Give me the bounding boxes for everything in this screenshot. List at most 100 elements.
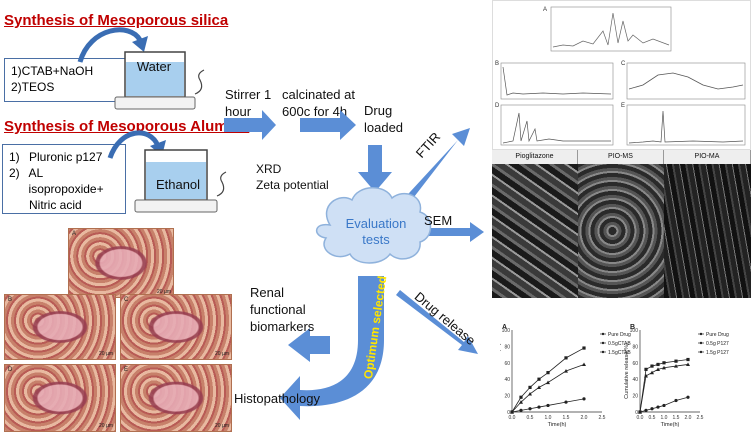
data-point [537, 377, 541, 381]
y-tick-label: 20 [632, 394, 638, 400]
y-tick-label: 60 [504, 361, 510, 367]
histology-c-scale: 20 µm [215, 351, 229, 357]
alumina-step-1: Pluronic p127 [29, 150, 103, 164]
sem-image-pio-ms [578, 164, 664, 298]
histology-d: D 20 µm [4, 364, 116, 432]
histology-e: E 20 µm [120, 364, 232, 432]
histology-c: C 20 µm [120, 294, 232, 360]
histology-a-label: A [72, 231, 77, 237]
spectra-label-b: B [495, 61, 499, 67]
data-point [644, 408, 648, 412]
data-point [528, 385, 532, 389]
histology-e-label: E [124, 367, 129, 373]
data-point [582, 397, 586, 401]
x-tick-label: 1.5 [673, 415, 680, 421]
data-point [662, 403, 666, 408]
data-point [686, 362, 690, 367]
data-point [650, 370, 654, 375]
sem-header-pio-ms: PIO-MS [578, 150, 664, 164]
sem-image-pio-ma [664, 164, 751, 298]
spectra-figure: A B C D E [492, 0, 751, 150]
series-line [511, 347, 585, 413]
evaluation-label: Evaluation tests [345, 216, 407, 247]
alumina-title: Synthesis of Mesoporous Alumina [4, 118, 250, 135]
sem-header-pioglitazone: Pioglitazone [492, 150, 578, 164]
y-axis-label: Cumulative release(%) [500, 343, 502, 399]
data-point [519, 400, 523, 404]
data-point [528, 407, 532, 411]
x-tick-label: 1.5 [563, 415, 570, 421]
legend-marker [699, 332, 703, 336]
x-tick-label: 0.5 [649, 415, 656, 421]
arrow-calcinate [300, 110, 356, 140]
x-tick-label: 0.0 [509, 415, 516, 421]
x-tick-label: 0.0 [637, 415, 644, 421]
alumina-beaker-label: Ethanol [155, 177, 201, 192]
alumina-steps-box: 1)Pluronic p127 2)AL isopropoxide+ Nitri… [2, 144, 126, 214]
alumina-step-2b: Nitric acid [29, 198, 82, 212]
legend-entry: 1.5gCTAB [608, 350, 631, 356]
spectra-label-e: E [621, 103, 625, 109]
arrow-renal [288, 328, 330, 362]
arrow-ftir [398, 128, 470, 210]
data-point [582, 362, 586, 367]
data-point [674, 359, 678, 363]
chart-title: B [630, 324, 635, 331]
data-point [528, 391, 532, 396]
y-tick-label: 0 [635, 410, 638, 416]
data-point [519, 408, 523, 412]
spectra-label-c: C [621, 61, 626, 67]
arrow-optimum [280, 276, 384, 420]
silica-step-1: 1)CTAB+NaOH [11, 64, 94, 78]
calcinate-label: calcinated at 600c for 4h [282, 87, 355, 119]
x-axis-label: Time(h) [661, 422, 680, 428]
zeta-label: Zeta potential [256, 178, 329, 192]
alumina-step-2a: AL isopropoxide+ [28, 166, 104, 196]
data-point [644, 373, 648, 378]
data-point [650, 364, 654, 368]
arrow-drug-release [396, 290, 478, 354]
evaluation-cloud [316, 187, 432, 264]
legend-entry: Pure Drug [608, 332, 631, 338]
histology-d-label: D [8, 367, 13, 373]
data-point [519, 395, 523, 399]
data-point [650, 407, 654, 411]
legend-marker [601, 332, 605, 336]
alumina-step-1-num: 1) [9, 150, 20, 164]
data-point [582, 346, 586, 350]
histology-a-scale: 20 µm [157, 289, 171, 295]
data-point [564, 369, 568, 373]
alumina-stirrer-illustration [107, 130, 227, 213]
spectra-label-d: D [495, 103, 500, 109]
spectra-label-a: A [543, 7, 547, 13]
x-tick-label: 2.0 [685, 415, 692, 421]
data-point [656, 405, 660, 409]
y-tick-label: 100 [502, 328, 511, 334]
histology-e-scale: 20 µm [215, 423, 229, 429]
data-point [662, 361, 666, 365]
data-point [674, 398, 678, 403]
arrow-drug-down [358, 145, 392, 192]
data-point [564, 400, 568, 404]
data-point [537, 385, 541, 389]
chart-title: A [502, 324, 507, 331]
y-tick-label: 80 [632, 344, 638, 350]
x-tick-label: 0.5 [527, 415, 534, 421]
legend-marker [699, 350, 703, 354]
histology-a: A 20 µm [68, 228, 174, 298]
data-point [564, 356, 568, 360]
x-tick-label: 2.5 [599, 415, 606, 421]
x-tick-label: 1.0 [661, 415, 668, 421]
silica-title: Synthesis of Mesoporous silica [4, 12, 229, 29]
legend-entry: 1.5g P127 [706, 350, 729, 356]
histology-b: B 20 µm [4, 294, 116, 360]
data-point [510, 410, 514, 414]
data-point [546, 403, 550, 408]
spectra-svg: A B C D E [495, 6, 746, 146]
histology-d-scale: 20 µm [99, 423, 113, 429]
sem-label: SEM [424, 213, 453, 228]
data-point [644, 367, 648, 371]
